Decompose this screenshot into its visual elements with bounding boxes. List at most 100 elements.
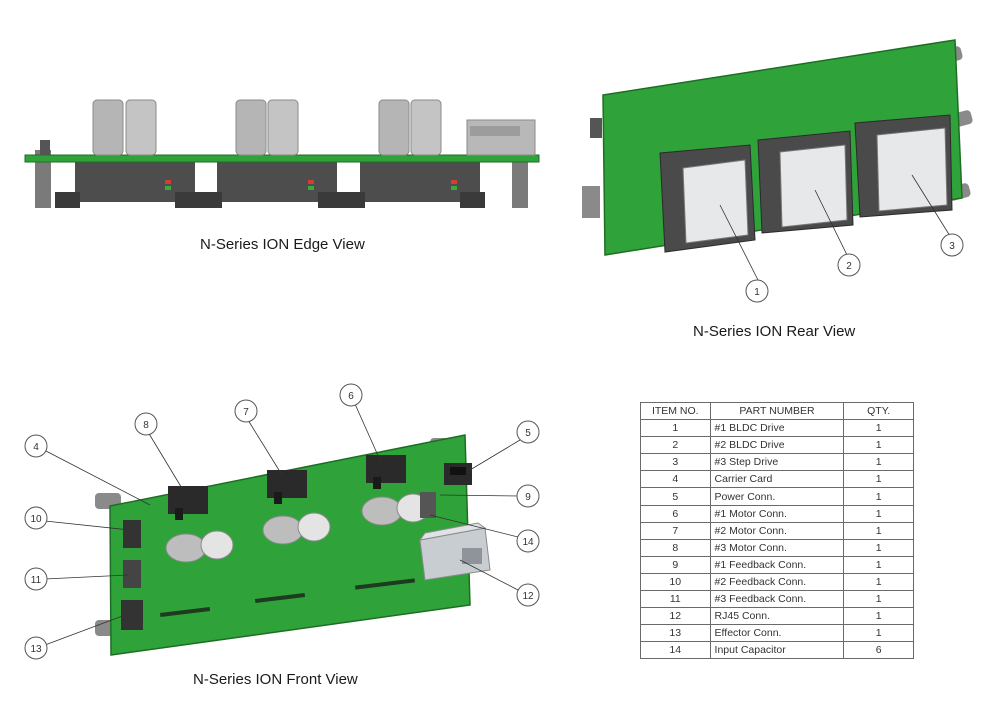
bom-qty: 6	[843, 641, 914, 660]
bom-header-part-number: PART NUMBER	[709, 401, 845, 421]
bom-part-number: RJ45 Conn.	[709, 607, 845, 626]
balloon-10: 10	[24, 506, 48, 530]
front-capacitors	[165, 493, 430, 563]
edge-drive-module-2	[197, 162, 343, 208]
balloon-4: 4	[24, 434, 48, 458]
svg-text:6: 6	[348, 391, 354, 402]
bom-qty: 1	[843, 521, 914, 540]
svg-text:8: 8	[143, 420, 149, 431]
bom-qty: 1	[843, 436, 914, 455]
balloon-7: 7	[234, 399, 258, 423]
rear-drive-module-1	[659, 144, 756, 253]
edge-pcb	[24, 154, 540, 163]
svg-text:12: 12	[522, 591, 534, 602]
bom-qty: 1	[843, 555, 914, 574]
bom-header-row: ITEM NO. PART NUMBER QTY.	[640, 401, 914, 421]
bill-of-materials-table: ITEM NO. PART NUMBER QTY. 1#1 BLDC Drive…	[640, 401, 914, 660]
bom-item-no: 1	[640, 419, 711, 438]
bom-qty: 1	[843, 504, 914, 523]
bom-header-item-no: ITEM NO.	[640, 401, 711, 421]
bom-qty: 1	[843, 607, 914, 626]
rear-view: 1 2 3	[582, 39, 973, 303]
edge-view-caption: N-Series ION Edge View	[200, 236, 365, 253]
bom-item-no: 7	[640, 521, 711, 540]
svg-text:13: 13	[30, 644, 42, 655]
balloon-14: 14	[516, 529, 540, 553]
balloon-9: 9	[516, 484, 540, 508]
bom-item-no: 11	[640, 590, 711, 609]
edge-standoff-right	[512, 150, 528, 208]
edge-drive-module-3	[340, 162, 485, 208]
bom-row: 8#3 Motor Conn.1	[640, 538, 914, 557]
balloon-6: 6	[339, 383, 363, 407]
front-motor-conn-7	[267, 470, 307, 504]
bom-item-no: 3	[640, 453, 711, 472]
bom-row: 10#2 Feedback Conn.1	[640, 572, 914, 592]
balloon-3: 3	[940, 233, 964, 257]
bom-item-no: 12	[640, 607, 711, 626]
bom-row: 6#1 Motor Conn.1	[640, 504, 914, 523]
svg-text:10: 10	[30, 514, 42, 525]
bom-qty: 1	[843, 624, 914, 643]
bom-header-qty: QTY.	[843, 401, 914, 421]
bom-qty: 1	[843, 419, 914, 438]
bom-part-number: #3 Feedback Conn.	[709, 590, 845, 609]
balloon-13: 13	[24, 636, 48, 660]
balloon-8: 8	[134, 412, 158, 436]
balloon-1: 1	[745, 279, 769, 303]
svg-text:7: 7	[243, 407, 249, 418]
front-view: 4 5 6 7 8 9 10 11	[24, 383, 540, 660]
balloon-11: 11	[24, 567, 48, 591]
bom-part-number: #3 Motor Conn.	[709, 538, 845, 557]
svg-text:5: 5	[525, 428, 531, 439]
rear-drive-module-2	[757, 130, 854, 234]
bom-item-no: 10	[640, 572, 711, 592]
bom-part-number: Power Conn.	[709, 487, 845, 506]
svg-text:9: 9	[525, 492, 531, 503]
bom-item-no: 13	[640, 624, 711, 643]
bom-row: 11#3 Feedback Conn.1	[640, 590, 914, 609]
bom-row: 9#1 Feedback Conn.1	[640, 555, 914, 574]
rear-drive-module-3	[854, 114, 953, 218]
bom-part-number: #1 Feedback Conn.	[709, 555, 845, 574]
bom-qty: 1	[843, 453, 914, 472]
svg-text:2: 2	[846, 261, 852, 272]
balloon-2: 2	[837, 253, 861, 277]
bom-item-no: 4	[640, 470, 711, 489]
front-view-caption: N-Series ION Front View	[193, 671, 358, 688]
bom-part-number: Input Capacitor	[709, 641, 845, 660]
bom-qty: 1	[843, 470, 914, 489]
bom-part-number: #1 Motor Conn.	[709, 504, 845, 523]
bom-part-number: #1 BLDC Drive	[709, 419, 845, 438]
bom-qty: 1	[843, 538, 914, 557]
edge-view	[24, 99, 540, 208]
bom-item-no: 6	[640, 504, 711, 523]
edge-drive-module-1	[55, 162, 200, 208]
svg-text:11: 11	[31, 575, 42, 586]
bom-item-no: 5	[640, 487, 711, 506]
front-motor-conn-8	[168, 486, 208, 520]
bom-item-no: 8	[640, 538, 711, 557]
bom-part-number: #2 Feedback Conn.	[709, 572, 845, 592]
bom-part-number: #3 Step Drive	[709, 453, 845, 472]
bom-part-number: Effector Conn.	[709, 624, 845, 643]
svg-text:1: 1	[754, 287, 760, 298]
balloon-5: 5	[516, 420, 540, 444]
bom-part-number: #2 BLDC Drive	[709, 436, 845, 455]
bom-qty: 1	[843, 487, 914, 506]
front-motor-conn-6	[366, 455, 406, 489]
bom-item-no: 2	[640, 436, 711, 455]
front-pcb	[109, 434, 471, 656]
svg-text:3: 3	[949, 241, 955, 252]
bom-row: 7#2 Motor Conn.1	[640, 521, 914, 540]
edge-capacitors	[92, 99, 442, 156]
